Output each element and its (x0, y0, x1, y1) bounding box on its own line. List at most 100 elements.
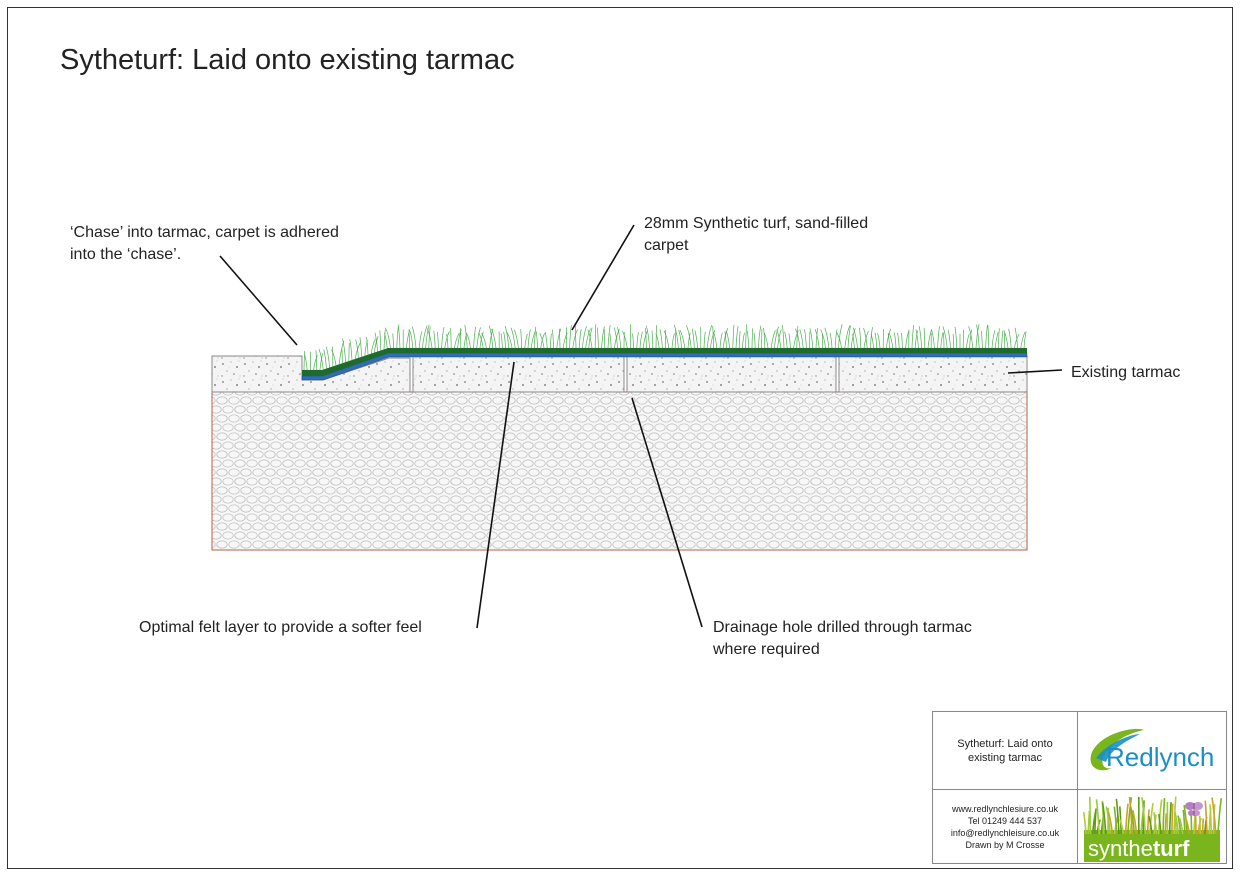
logo-grass-blade (1177, 815, 1182, 835)
grass-blade (408, 329, 410, 349)
grass-blade (1001, 330, 1004, 349)
grass-blade (725, 330, 730, 349)
page-title: Sytheturf: Laid onto existing tarmac (60, 44, 515, 76)
grass-blade (524, 333, 528, 349)
grass-blade (318, 348, 324, 370)
logo-grass-blade (1132, 810, 1138, 835)
grass-blade (642, 330, 648, 349)
grass-blade (687, 332, 691, 349)
grass-blade (870, 327, 873, 349)
logo-grass-blade (1157, 799, 1163, 835)
logo-grass-blade (1171, 803, 1174, 835)
grass-blade (931, 329, 935, 349)
grass-blade (384, 332, 388, 349)
grass-blade (834, 329, 838, 349)
grass-blade (738, 331, 741, 349)
grass-blade (632, 333, 634, 349)
grass-blade (379, 330, 382, 351)
tarmac-block-3 (626, 355, 837, 393)
grass-blade (491, 328, 497, 349)
grass-blade (976, 324, 980, 349)
logo-grass-blade (1113, 806, 1118, 835)
grass-blade (980, 330, 983, 349)
grass-blade (325, 346, 330, 368)
grass-blade (646, 325, 650, 349)
grass-blade (671, 333, 675, 349)
grass-blade (952, 333, 954, 349)
grass-blade (703, 331, 706, 349)
butterfly-icon (1185, 802, 1203, 816)
title-block-info: www.redlynchlesiure.co.uk Tel 01249 444 … (933, 790, 1078, 863)
grass-blade (985, 324, 988, 349)
logo-grass-blade (1141, 797, 1147, 835)
redlynch-wordmark: Redlynch (1106, 742, 1214, 772)
grass-blade (609, 333, 612, 349)
logo-grass-blade (1211, 797, 1217, 835)
logo-grass-blade (1107, 812, 1114, 835)
grass-blade (905, 330, 910, 349)
grass-blade (383, 327, 386, 350)
grass-blade (815, 328, 818, 349)
grass-blade (679, 329, 686, 349)
label-drainage-line1: Drainage hole drilled through tarmac (713, 619, 972, 636)
logo-grass-blade (1095, 799, 1100, 835)
grass-blade (520, 329, 522, 349)
grass-blade (706, 324, 713, 349)
grass-blade (323, 349, 327, 369)
label-felt: Optimal felt layer to provide a softer f… (139, 619, 422, 636)
grass-blade (534, 326, 537, 349)
grass-blade (719, 332, 723, 349)
syntheturf-wordmark: syntheturf (1088, 836, 1190, 861)
grass-blade (776, 329, 782, 349)
grass-blade (527, 329, 531, 349)
leader-felt (476, 361, 515, 629)
grass-blade (954, 326, 958, 349)
grass-blade (426, 328, 433, 349)
sub-base-layer (211, 391, 1028, 551)
grass-blade (809, 328, 814, 349)
grass-blade (968, 326, 974, 349)
grass-blade (824, 327, 830, 349)
grass-blade (735, 326, 739, 349)
grass-blade (603, 328, 606, 349)
grass-blade (782, 325, 785, 349)
grass-blade (799, 329, 804, 349)
grass-blade (969, 329, 972, 349)
grass-blade (359, 337, 362, 357)
grass-blade (331, 349, 337, 366)
grass-blade (962, 329, 965, 349)
label-turf-line1: 28mm Synthetic turf, sand-filled (644, 215, 869, 232)
logo-grass-blade (1158, 813, 1162, 835)
grass-blade (859, 327, 862, 349)
grass-blade (844, 325, 851, 349)
grass-blade (991, 330, 996, 349)
logo-grass-blade (1174, 818, 1177, 835)
leader-turf (571, 224, 635, 331)
grass-blade (349, 339, 353, 361)
label-turf-line2: carpet (644, 237, 689, 254)
grass-blade (535, 331, 538, 349)
grass-blade (947, 329, 951, 349)
leader-tarmac (1007, 369, 1063, 374)
grass-blade (998, 328, 1000, 349)
grass-blade (901, 332, 903, 349)
turf-backing (302, 348, 1027, 376)
logo-grass-blade (1148, 815, 1153, 835)
grass-blade (418, 331, 423, 349)
grass-blade (587, 329, 593, 349)
logo-grass-blade (1164, 813, 1168, 835)
grass-blade (829, 333, 833, 349)
grass-blade (758, 325, 762, 349)
drawn-by-text: Drawn by M Crosse (965, 839, 1045, 850)
logo-grass-blade (1130, 806, 1136, 835)
drawing-frame (7, 7, 1233, 869)
grass-blade (838, 324, 843, 349)
grass-blade (887, 333, 890, 349)
grass-blade (552, 329, 554, 349)
grass-blade (1014, 333, 1020, 349)
grass-blade (937, 326, 940, 349)
logo-grass-blade (1162, 797, 1166, 835)
grass-blade (585, 328, 591, 349)
grass-blade (722, 327, 729, 349)
grass-blade (940, 331, 944, 349)
